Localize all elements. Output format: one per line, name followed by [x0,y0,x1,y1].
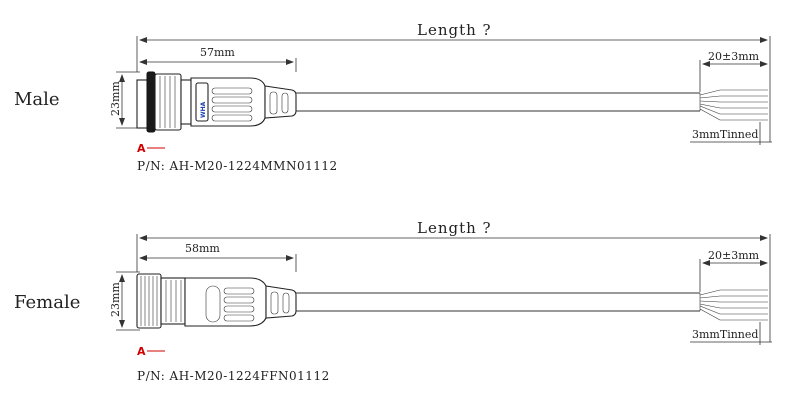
female-plug-length: 58mm [185,242,220,255]
female-wires [699,289,768,321]
male-connector: WHA [136,71,297,133]
male-part-number: P/N: AH-M20-1224MMN01112 [137,159,338,173]
female-height: 23mm [109,282,122,317]
male-plug-length: 57mm [200,46,235,59]
female-label: Female [14,292,80,313]
male-tinned: 3mmTinned [692,128,758,141]
male-logo-text: WHA [200,101,207,118]
male-length-label: Length ? [417,21,492,39]
male-wires [699,89,768,121]
female-length-label: Length ? [417,219,492,237]
female-strip-length: 20±3mm [708,249,760,262]
female-marker: A [137,345,146,358]
female-part-number: P/N: AH-M20-1224FFN01112 [137,369,330,383]
male-marker: A [137,142,146,155]
female-tinned: 3mmTinned [692,328,758,341]
male-drawing: Length ? 57mm 23mm Male WHA [14,21,772,173]
female-drawing: Length ? 58mm 23mm Female [14,219,772,383]
female-connector [136,273,297,329]
male-strip-length: 20±3mm [708,50,760,63]
male-height: 23mm [109,81,122,116]
male-label: Male [14,89,60,110]
